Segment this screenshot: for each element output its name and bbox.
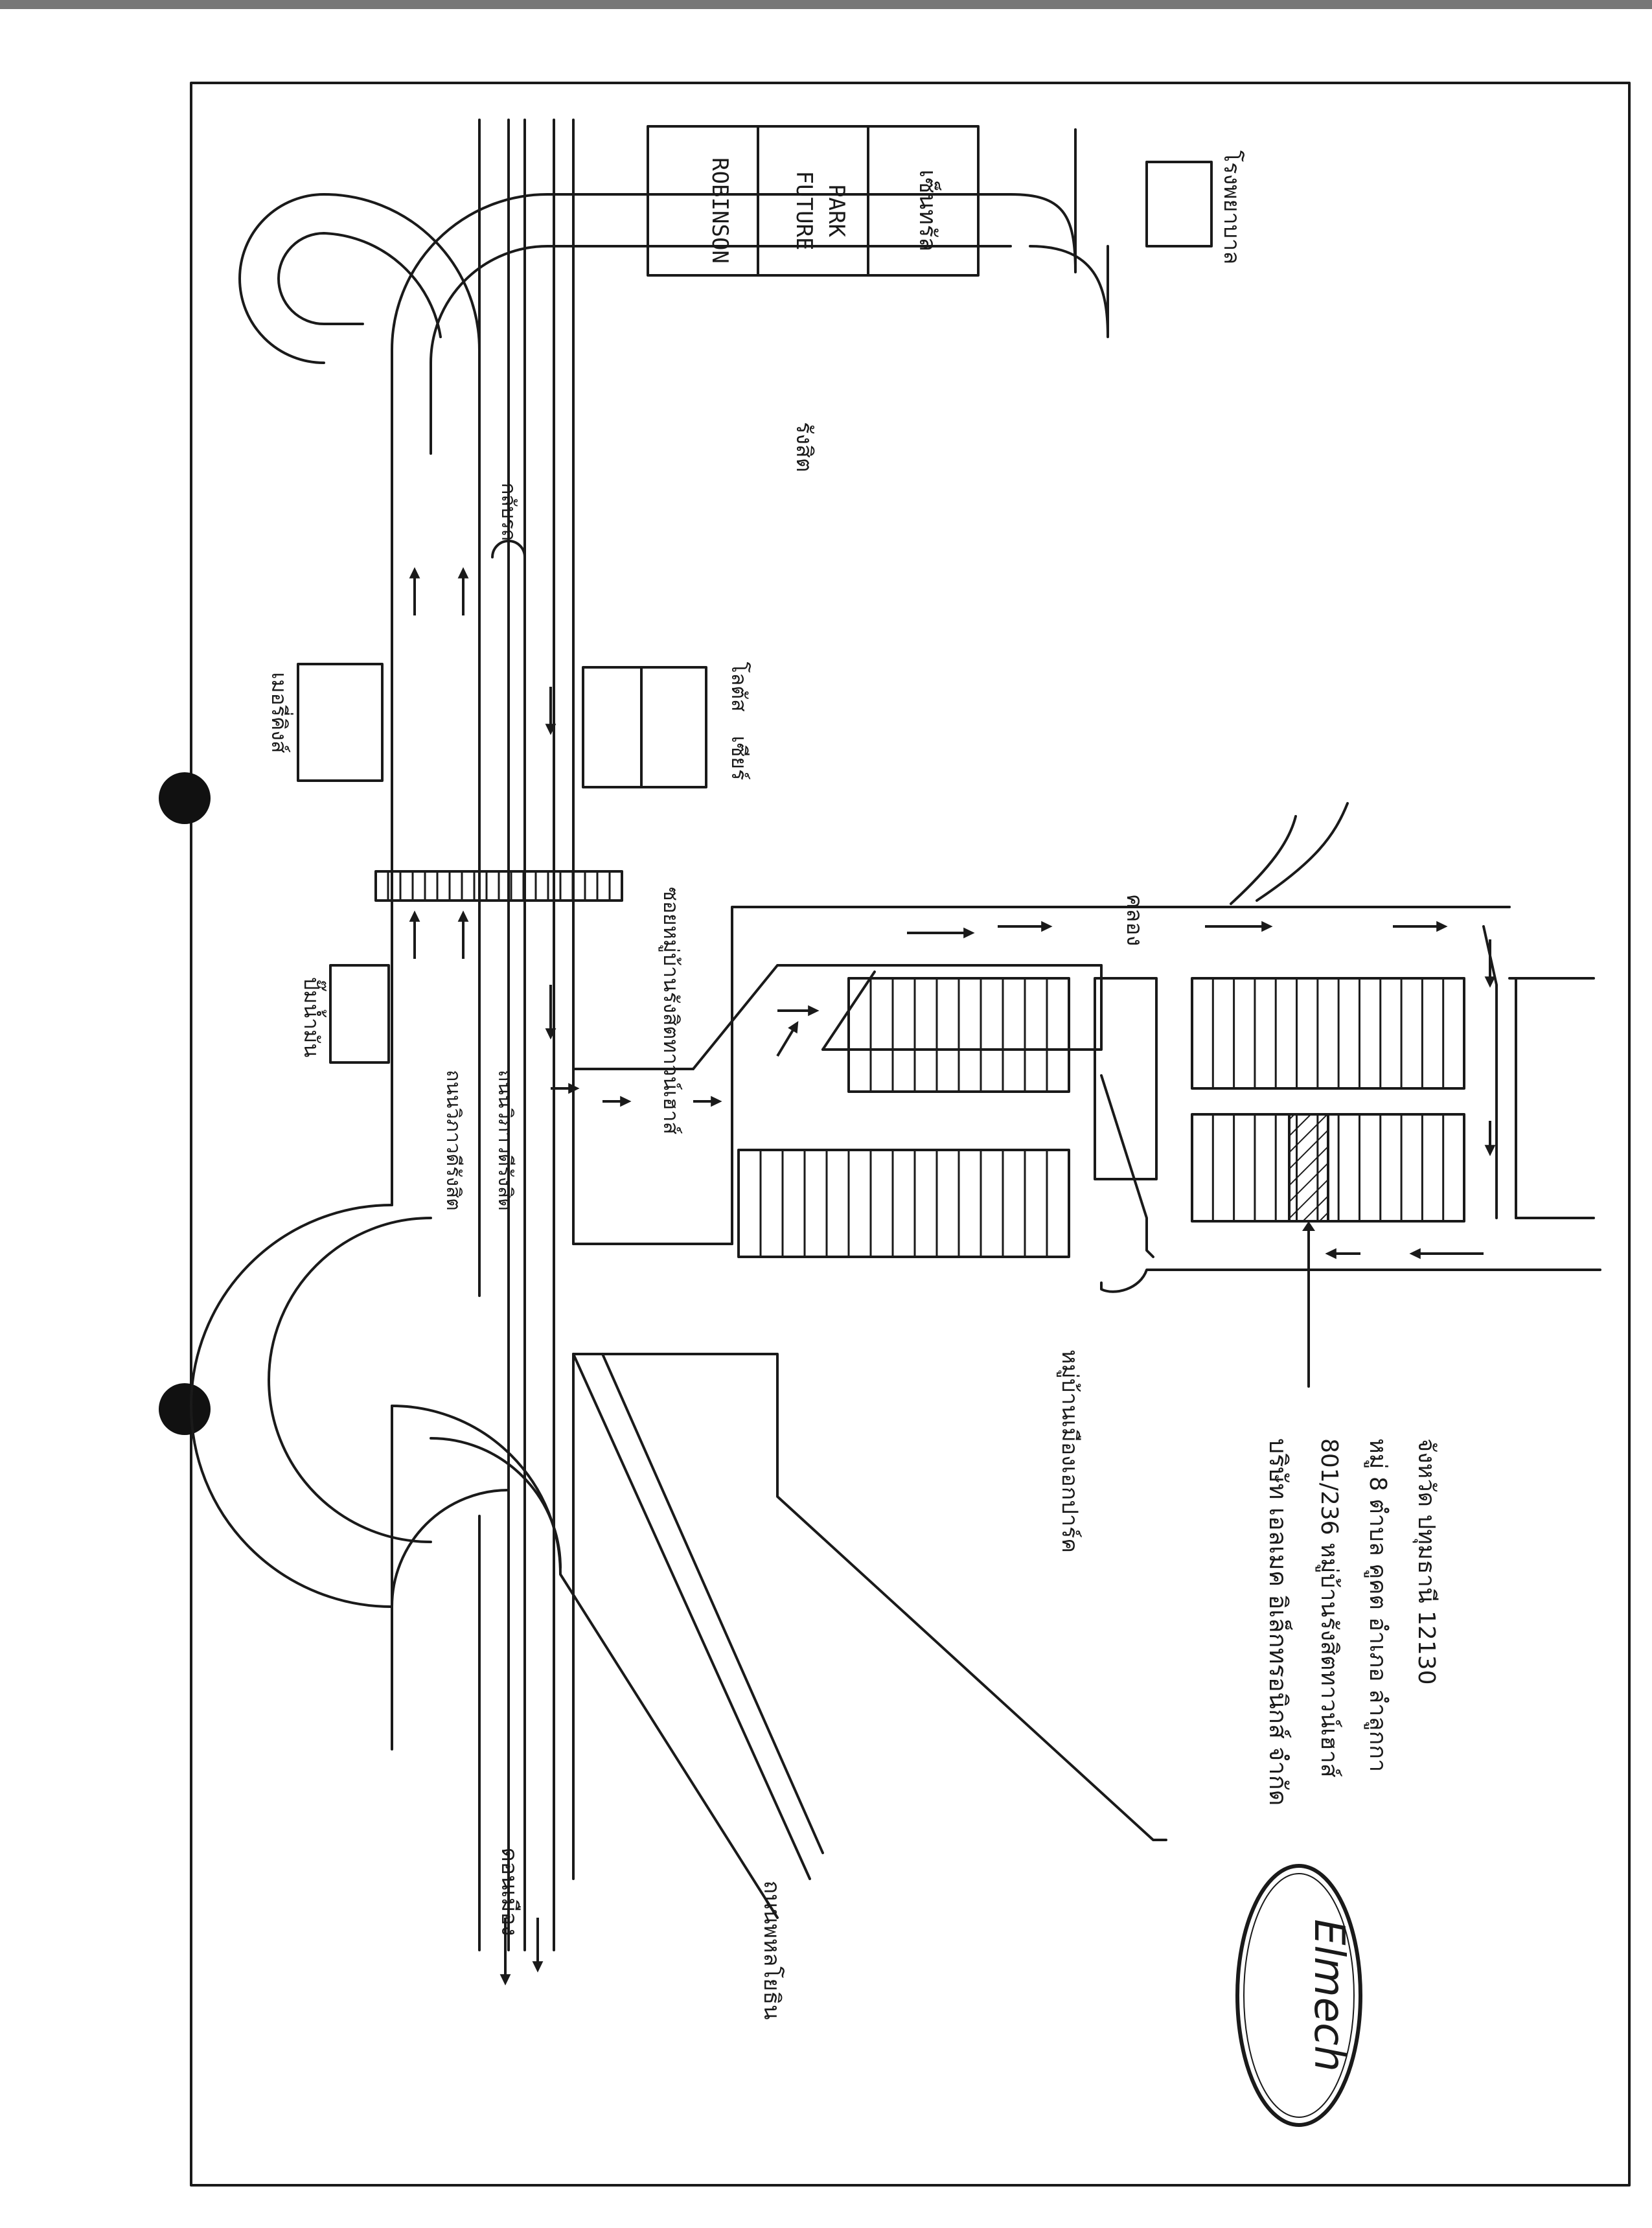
- direction-arrow: [1409, 1248, 1484, 1259]
- direction-arrow: [457, 910, 469, 959]
- direction-arrow: [532, 1918, 544, 1973]
- address-company: บริษัท เอลเมค อิเล็กทรอนิกส์ จำกัด: [1264, 1438, 1293, 1806]
- direction-arrow: [998, 921, 1053, 932]
- address-line1: 801/236 หมู่บ้านรังสิตทาวน์เฮาส์: [1315, 1438, 1342, 1778]
- binder-hole-bottom: [159, 1383, 211, 1435]
- direction-arrow: [1205, 921, 1273, 932]
- label-vibhavadi-1: ถนนวิภาวดีรังสิต: [442, 1070, 465, 1211]
- label-merry-king: เมอรี่คิงส์: [267, 672, 293, 753]
- direction-arrow: [1484, 1121, 1496, 1156]
- direction-arrow: [602, 1096, 632, 1107]
- traffic-arrows: [409, 567, 1496, 1986]
- top-interchange: [238, 128, 1109, 455]
- direction-arrow: [907, 927, 975, 939]
- label-robinson: ROBINSON: [707, 157, 733, 264]
- direction-arrow: [457, 567, 469, 615]
- label-village-entrance: ซอยหมู่บ้านรังสิตทาวน์เฮาส์: [658, 887, 683, 1134]
- label-hospital: โรงพยาบาล: [1219, 150, 1245, 264]
- direction-arrow: [409, 567, 420, 615]
- map-border: [190, 82, 1631, 2187]
- label-rangsit: รังสิต: [791, 422, 817, 472]
- buildings: [297, 125, 1213, 1064]
- house-rows: [737, 977, 1465, 1258]
- label-u-turn: กลับรถ: [497, 483, 520, 541]
- u-turn-symbol: [491, 540, 526, 584]
- address-line3: จังหวัด ปทุมธานี 12130: [1412, 1438, 1440, 1685]
- village-roads: [572, 802, 1601, 1841]
- label-central: เซ็นทรัล: [914, 170, 943, 251]
- label-park: PARK: [823, 184, 849, 237]
- label-village-park: หมู่บ้านเมืองเอกปาร์ค: [1057, 1349, 1083, 1553]
- scan-edge-top: [0, 0, 1652, 9]
- direction-arrow: [1393, 921, 1448, 932]
- direction-arrow: [1484, 939, 1496, 988]
- footbridge-segments: [387, 871, 611, 901]
- direction-arrow: [409, 910, 420, 959]
- label-gas-station: ปั๊มน้ำมัน: [299, 977, 327, 1057]
- direction-arrow: [551, 1083, 580, 1094]
- label-vibhavadi-2: ถนนวิภาวดีรังสิต: [494, 1070, 516, 1211]
- direction-arrow: [777, 1005, 820, 1016]
- label-canal: คลอง: [1121, 894, 1147, 947]
- main-highway: [391, 119, 575, 1951]
- label-lotus: โลตัส: [727, 661, 751, 711]
- direction-arrow: [545, 687, 556, 735]
- bottom-interchange: [190, 1204, 824, 1919]
- house-row-dividers: [759, 978, 1445, 1257]
- elmech-location-marker: [1288, 1113, 1329, 1223]
- direction-arrow: [499, 1918, 511, 1986]
- logo-text: Elmech: [1305, 1919, 1353, 2072]
- elmech-logo: [1235, 1864, 1362, 2127]
- direction-arrow: [693, 1096, 722, 1107]
- label-don-mueang: ดอนเมือง: [496, 1848, 522, 1936]
- direction-arrow: [545, 985, 556, 1040]
- direction-arrow: [1325, 1248, 1360, 1259]
- label-future: FUTURE: [791, 171, 817, 251]
- binder-hole-top: [159, 772, 211, 824]
- direction-arrow: [776, 1021, 799, 1057]
- label-phahonyothin: ถนนพหลโยธิน: [759, 1881, 785, 2020]
- label-zeer: เซียร์: [727, 736, 751, 781]
- address-line2: หมู่ 8 ตำบล คูคต อำเภอ ลำลูกกา: [1364, 1438, 1391, 1772]
